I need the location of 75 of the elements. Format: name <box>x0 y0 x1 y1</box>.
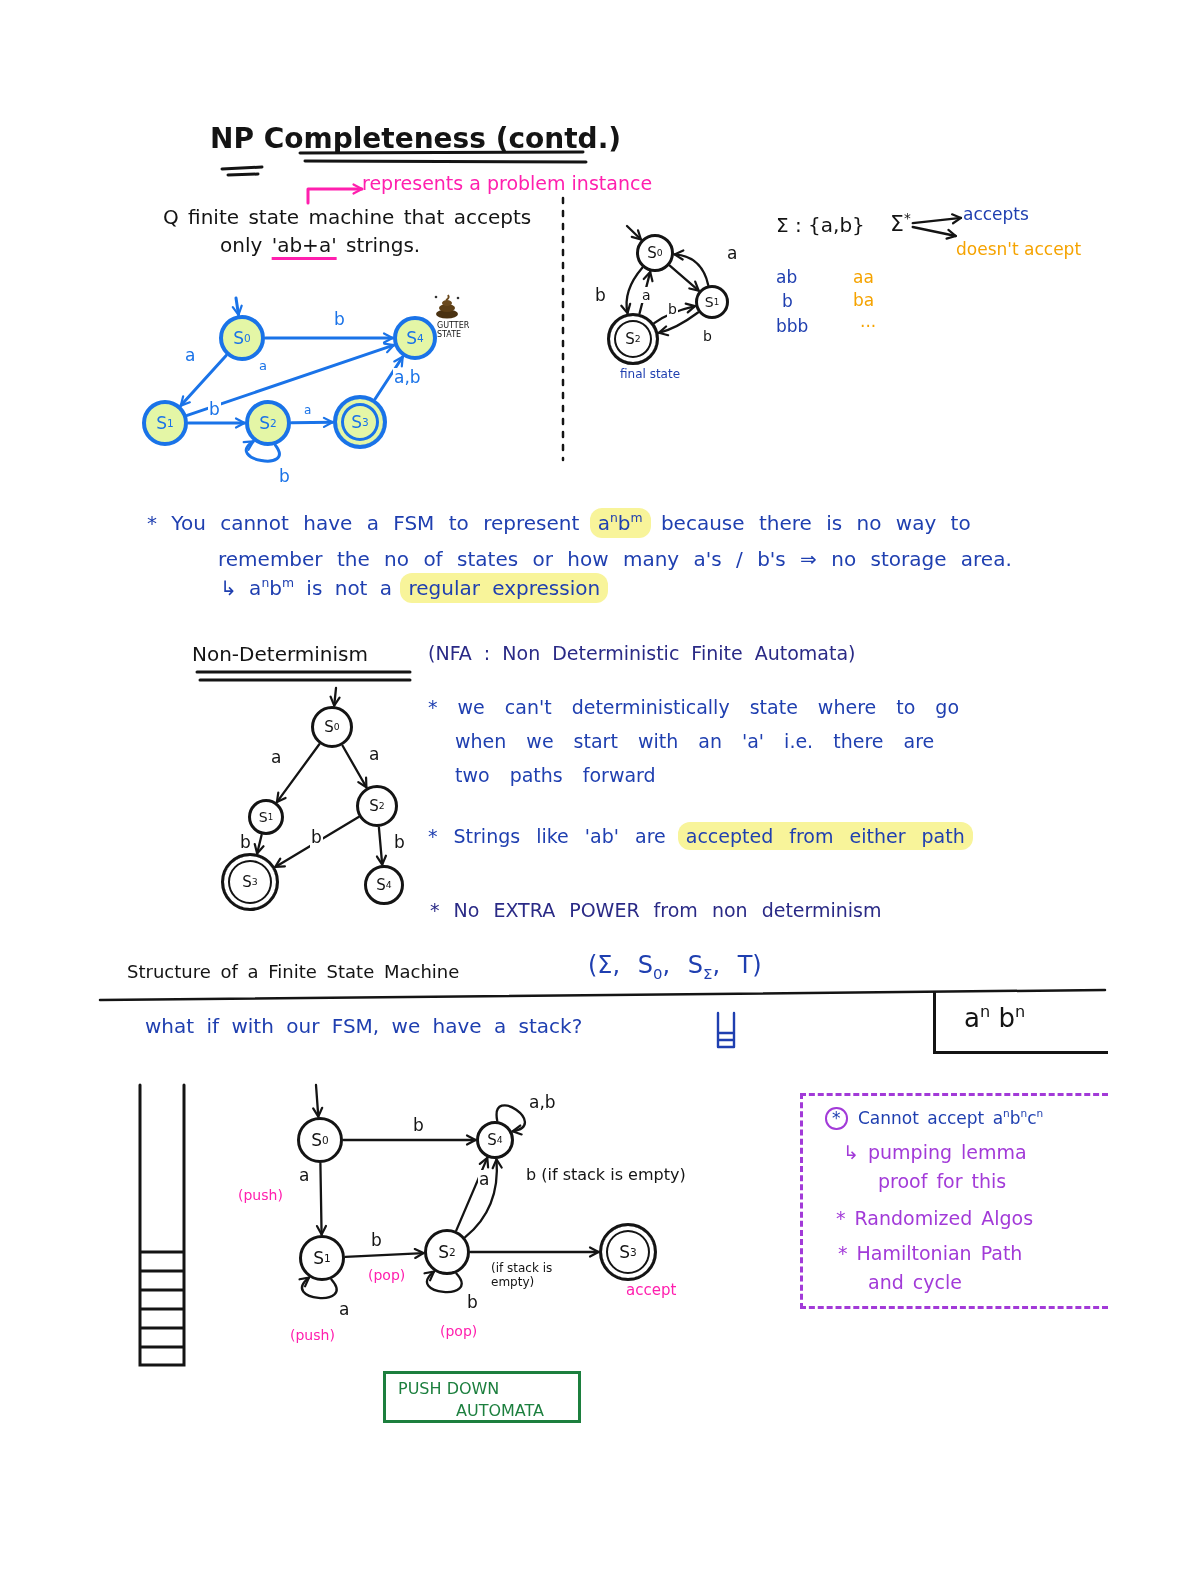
edge-label: b <box>667 301 678 318</box>
arrow <box>668 264 700 292</box>
example-string: ba <box>853 289 875 312</box>
state-caption: GUTTER STATE <box>437 321 471 340</box>
example-string: bbb <box>776 315 809 338</box>
start-arrow <box>231 296 243 317</box>
edge-label: a <box>641 287 652 304</box>
formula-box: a$^{n}$ b$^{n}$ <box>933 992 1108 1054</box>
arrow <box>185 342 396 417</box>
arrow <box>253 833 265 855</box>
arrow <box>275 743 321 804</box>
note-text: * Strings like 'ab' are accepted from either path <box>428 818 1020 854</box>
arrow <box>264 332 394 344</box>
example-string: aa <box>853 266 874 289</box>
question-text: Q finite state machine that accepts only 'ab+a' strings. <box>163 203 553 259</box>
arrow <box>341 744 368 789</box>
note-text: * No EXTRA POWER from non determinism <box>430 898 882 923</box>
arrow <box>911 213 963 225</box>
arrow <box>344 1247 425 1260</box>
arrow <box>306 183 364 205</box>
start-arrow <box>312 1083 324 1118</box>
arrow <box>464 1158 503 1239</box>
action-label: (pop) <box>368 1266 406 1285</box>
arrow <box>274 815 360 869</box>
example-string: ... <box>860 310 877 333</box>
arrow <box>620 266 644 315</box>
title-box: PUSH DOWN AUTOMATA <box>383 1371 581 1423</box>
edge-label: b (if stack is empty) <box>525 1166 687 1185</box>
category-label: doesn't accept <box>956 238 1082 261</box>
arrow <box>911 225 957 240</box>
start-arrow <box>329 686 341 707</box>
edge-label: a,b <box>528 1093 557 1113</box>
note-text: (NFA : Non Deterministic Finite Automata) <box>428 641 856 666</box>
note-text: * You cannot have a FSM to represent a$^{n}$b$^{m}$ because there is no way to remember the no of states or how many a's / b's ⇒ no storage area. <box>147 500 1037 577</box>
loop-arrow <box>495 1104 527 1135</box>
state-caption: accept <box>626 1282 677 1300</box>
formula-text: Σ : {a,b} <box>776 212 865 238</box>
arrow <box>187 417 246 429</box>
category-label: accepts <box>963 203 1029 226</box>
formula-text: (Σ, S$_{0}$, S$_{Σ}$, T) <box>588 950 762 985</box>
loop-arrow <box>242 439 281 463</box>
arrow <box>653 302 697 325</box>
note-text: * Hamiltonian Path and cycle <box>838 1241 1024 1295</box>
title: NP Completeness (contd.) <box>210 122 622 155</box>
arrow <box>455 1156 490 1232</box>
arrow <box>342 1134 477 1146</box>
heading: Structure of a Finite State Machine <box>127 960 460 984</box>
note-text: * we can't deterministically state where to go when we start with an 'a' i.e. there are two paths forward <box>428 695 961 788</box>
arrow <box>373 355 405 401</box>
arrow <box>375 826 388 866</box>
edge-label: a,b <box>393 368 422 388</box>
annotation-text: represents a problem instance <box>362 173 653 193</box>
state-caption: final state <box>620 368 681 382</box>
action-label: (pop) <box>440 1322 478 1341</box>
example-string: b <box>782 290 793 313</box>
note-text: * Cannot accept a$^{n}$b$^{n}$c$^{n}$ <box>825 1106 1105 1132</box>
arrow <box>657 311 700 337</box>
arrow <box>315 1162 328 1236</box>
loop-arrow <box>298 1276 338 1300</box>
arrow <box>179 353 228 408</box>
arrow <box>673 249 710 287</box>
edge-label: b <box>310 828 323 848</box>
note-text: * Randomized Algos <box>836 1206 1035 1231</box>
arrow <box>290 416 334 428</box>
start-arrow <box>625 224 643 241</box>
question-text: what if with our FSM, we have a stack? <box>145 1013 583 1039</box>
example-string: ab <box>776 266 798 289</box>
loop-arrow <box>423 1270 463 1294</box>
heading: Non-Determinism <box>192 641 368 667</box>
formula-text: Σ$^{*}$ <box>890 210 911 239</box>
arrow <box>469 1246 600 1258</box>
note-box <box>800 1093 1108 1309</box>
note-text: ↳ pumping lemma proof for this <box>843 1140 1028 1194</box>
action-label: (push) <box>290 1326 335 1345</box>
action-label: (push) <box>238 1186 283 1205</box>
